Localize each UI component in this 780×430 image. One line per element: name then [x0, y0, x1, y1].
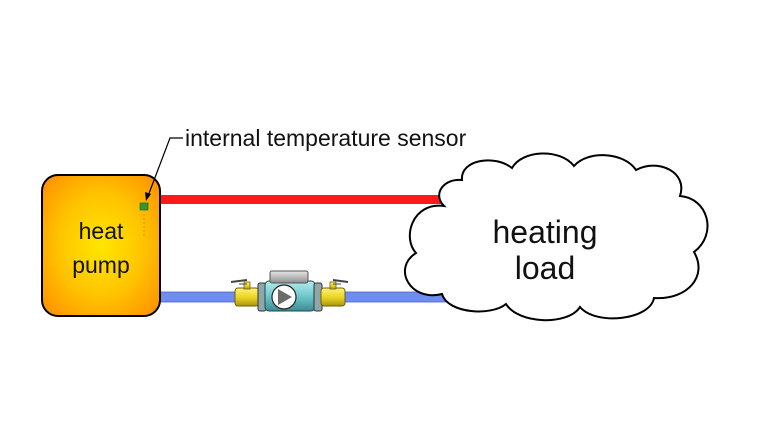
- isolation-valve-icon: [320, 279, 349, 307]
- sensor-leader: [145, 137, 183, 201]
- isolation-valve-icon: [230, 279, 260, 307]
- heat-pump-label-line1: heat: [79, 218, 124, 244]
- heat-pump-box: [41, 174, 161, 317]
- heating-load-label-line1: heating: [493, 214, 598, 250]
- circulator-pump-icon: [230, 270, 349, 312]
- sensor-label: internal temperature sensor: [185, 125, 467, 151]
- heating-load-label-line2: load: [515, 250, 576, 286]
- heating-load-cloud: [403, 152, 709, 322]
- heat-pump-label-line2: pump: [72, 252, 130, 278]
- temperature-sensor-icon: [139, 202, 149, 238]
- supply-pipe: [126, 195, 444, 204]
